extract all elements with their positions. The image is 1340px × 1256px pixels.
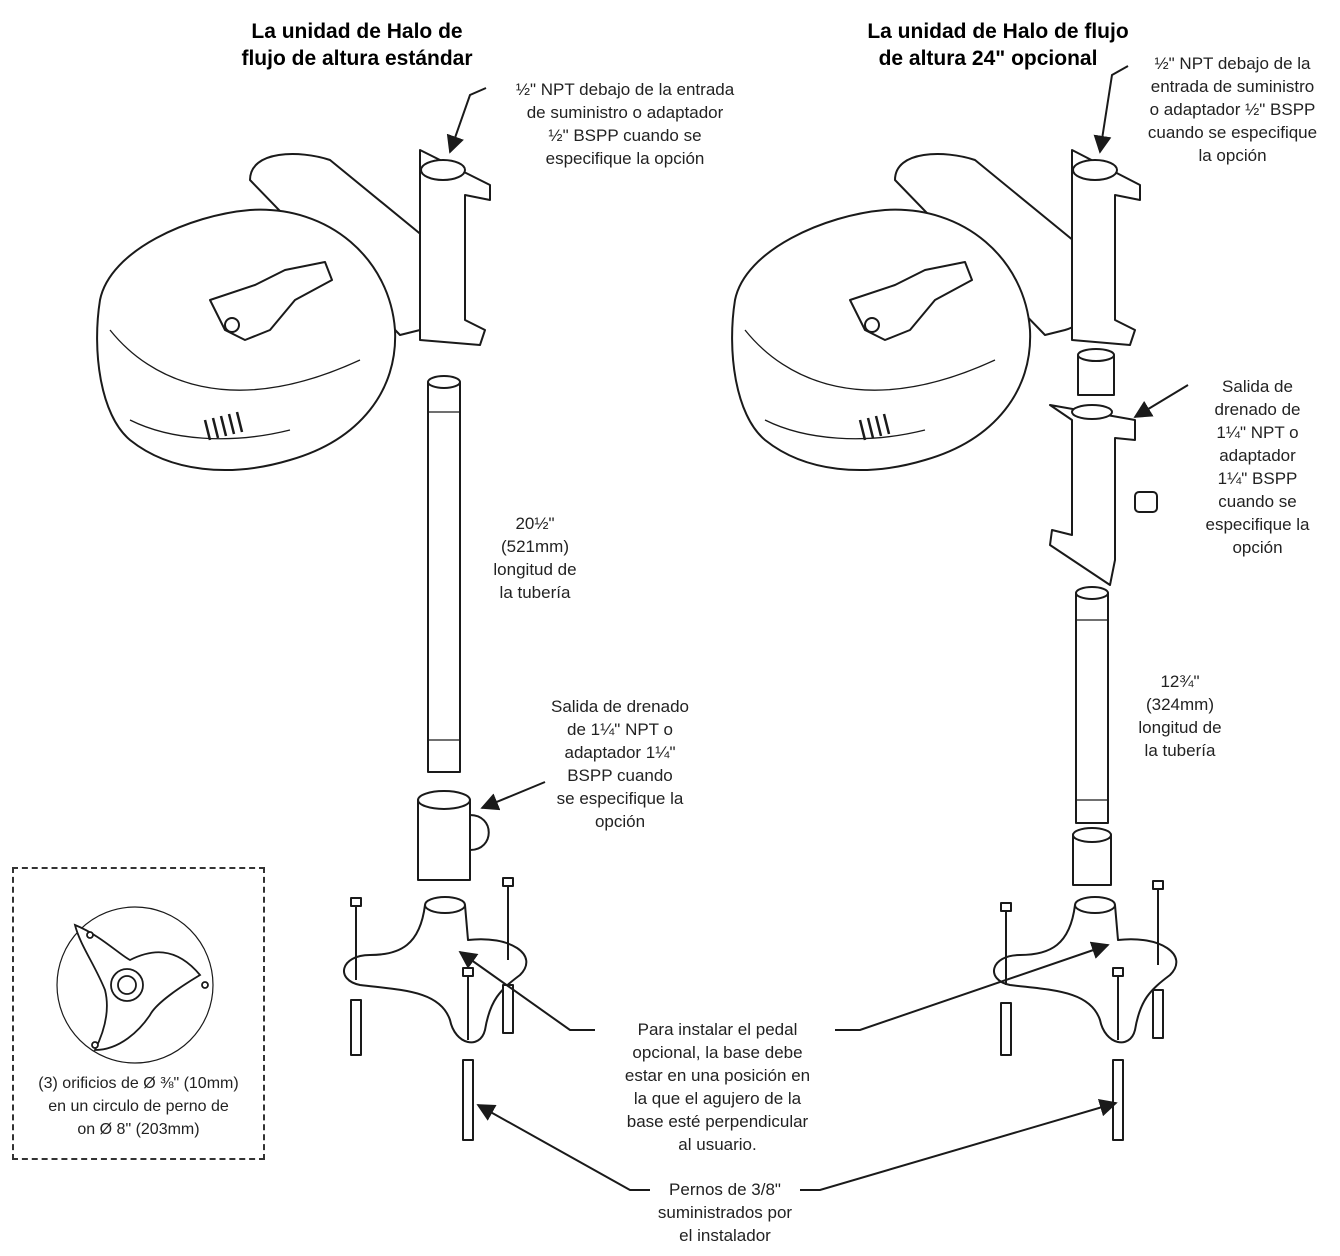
right-supply-pipe xyxy=(1075,592,1109,824)
bolts-right-arrow xyxy=(800,1098,1118,1191)
left-unit-title: La unidad de Halo de flujo de altura est… xyxy=(222,18,492,72)
note-line: (324mm) xyxy=(1145,695,1214,714)
note-line: estar en una posición en xyxy=(624,1066,811,1085)
title-line: La unidad de Halo de flujo xyxy=(867,20,1129,43)
pedal-note: Para instalar el pedal opcional, la base… xyxy=(600,1018,835,1156)
pedal-left-arrow xyxy=(458,950,595,1031)
left-drain-arrow xyxy=(480,781,546,811)
left-bubbler xyxy=(209,261,333,341)
right-supply-arrow xyxy=(1093,65,1129,154)
left-drain-note: Salida de drenado de 1¼" NPT o adaptador… xyxy=(525,695,715,833)
note-line: la que el agujero de la xyxy=(633,1089,802,1108)
right-fountain-assembly xyxy=(731,149,1178,1141)
note-line: Salida de drenado xyxy=(550,697,689,716)
note-line: opción xyxy=(1232,538,1283,557)
right-basin xyxy=(731,208,1032,472)
note-line: entrada de suministro xyxy=(1150,77,1315,96)
note-line: cuando se especifique xyxy=(1147,123,1318,142)
right-base xyxy=(993,904,1178,1044)
note-line: Pernos de 3/8" xyxy=(669,1180,781,1199)
note-line: cuando se xyxy=(1218,492,1297,511)
right-unit-title: La unidad de Halo de flujo de altura 24"… xyxy=(848,18,1148,72)
note-line: Salida de xyxy=(1222,377,1293,396)
note-line: se especifique la xyxy=(556,789,684,808)
note-line: base esté perpendicular xyxy=(626,1112,809,1131)
pedal-right-arrow xyxy=(835,941,1110,1031)
note-line: longitud de xyxy=(493,560,577,579)
note-line: suministrados por xyxy=(657,1203,793,1222)
note-line: la tubería xyxy=(1144,741,1216,760)
title-line: flujo de altura estándar xyxy=(241,47,473,70)
note-line: on Ø 8" (203mm) xyxy=(77,1121,200,1138)
note-line: 12¾" xyxy=(1160,672,1200,691)
note-line: opcional, la base debe xyxy=(632,1043,803,1062)
leader-lines xyxy=(446,65,1189,1191)
left-supply-note: ½" NPT debajo de la entrada de suministr… xyxy=(480,78,770,170)
left-supply-arrow xyxy=(446,87,487,154)
title-line: de altura 24" opcional xyxy=(878,47,1098,70)
bolt-circle-detail xyxy=(56,906,214,1064)
note-line: el instalador xyxy=(679,1226,771,1245)
note-line: 1¼" BSPP xyxy=(1217,469,1298,488)
note-line: opción xyxy=(594,812,646,831)
note-line: (521mm) xyxy=(500,537,569,556)
left-upper-bracket xyxy=(419,149,491,346)
note-line: BSPP cuando xyxy=(567,766,673,785)
title-line: La unidad de Halo de xyxy=(251,20,463,43)
note-line: de suministro o adaptador xyxy=(526,103,724,122)
note-line: ½" NPT debajo de la entrada xyxy=(515,80,735,99)
left-supply-pipe xyxy=(427,381,461,773)
right-supply-note: ½" NPT debajo de la entrada de suministr… xyxy=(1130,52,1335,167)
note-line: 20½" xyxy=(515,514,555,533)
note-line: al usuario. xyxy=(678,1135,757,1154)
right-drain-note: Salida de drenado de 1¼" NPT o adaptador… xyxy=(1185,375,1330,559)
note-line: o adaptador ½" BSPP xyxy=(1149,100,1316,119)
note-line: adaptador 1¼" xyxy=(564,743,676,762)
bolts-note: Pernos de 3/8" suministrados por el inst… xyxy=(645,1178,805,1247)
note-line: especifique la opción xyxy=(545,149,705,168)
right-bubbler xyxy=(849,261,973,341)
note-line: de 1¼" NPT o xyxy=(567,720,673,739)
left-pipe-length: 20½" (521mm) longitud de la tubería xyxy=(470,512,600,604)
note-line: en un circulo de perno de xyxy=(48,1098,229,1115)
right-pipe-length: 12¾" (324mm) longitud de la tubería xyxy=(1115,670,1245,762)
note-line: drenado de xyxy=(1214,400,1301,419)
note-line: adaptador xyxy=(1219,446,1296,465)
right-upper-bracket xyxy=(1071,149,1141,346)
left-drain-tee xyxy=(417,799,471,881)
note-line: ½" BSPP cuando se xyxy=(548,126,702,145)
note-line: longitud de xyxy=(1138,718,1222,737)
left-fountain-assembly xyxy=(96,149,528,1141)
right-drain-bracket xyxy=(1049,404,1136,586)
note-line: especifique la xyxy=(1205,515,1310,534)
right-drain-arrow xyxy=(1133,384,1189,418)
right-bottom-coupling xyxy=(1072,834,1112,886)
bolts-left-arrow xyxy=(476,1104,650,1191)
note-line: la opción xyxy=(1198,146,1267,165)
note-line: la tubería xyxy=(499,583,571,602)
note-line: ½" NPT debajo de la xyxy=(1154,54,1311,73)
left-base xyxy=(343,904,528,1044)
note-line: 1¼" NPT o xyxy=(1216,423,1299,442)
note-line: (3) orificios de Ø ⅜" (10mm) xyxy=(38,1075,239,1092)
note-line: Para instalar el pedal xyxy=(637,1020,798,1039)
bolt-circle-note: (3) orificios de Ø ⅜" (10mm) en un circu… xyxy=(14,1072,263,1141)
bolt-circle-box xyxy=(12,867,265,1160)
